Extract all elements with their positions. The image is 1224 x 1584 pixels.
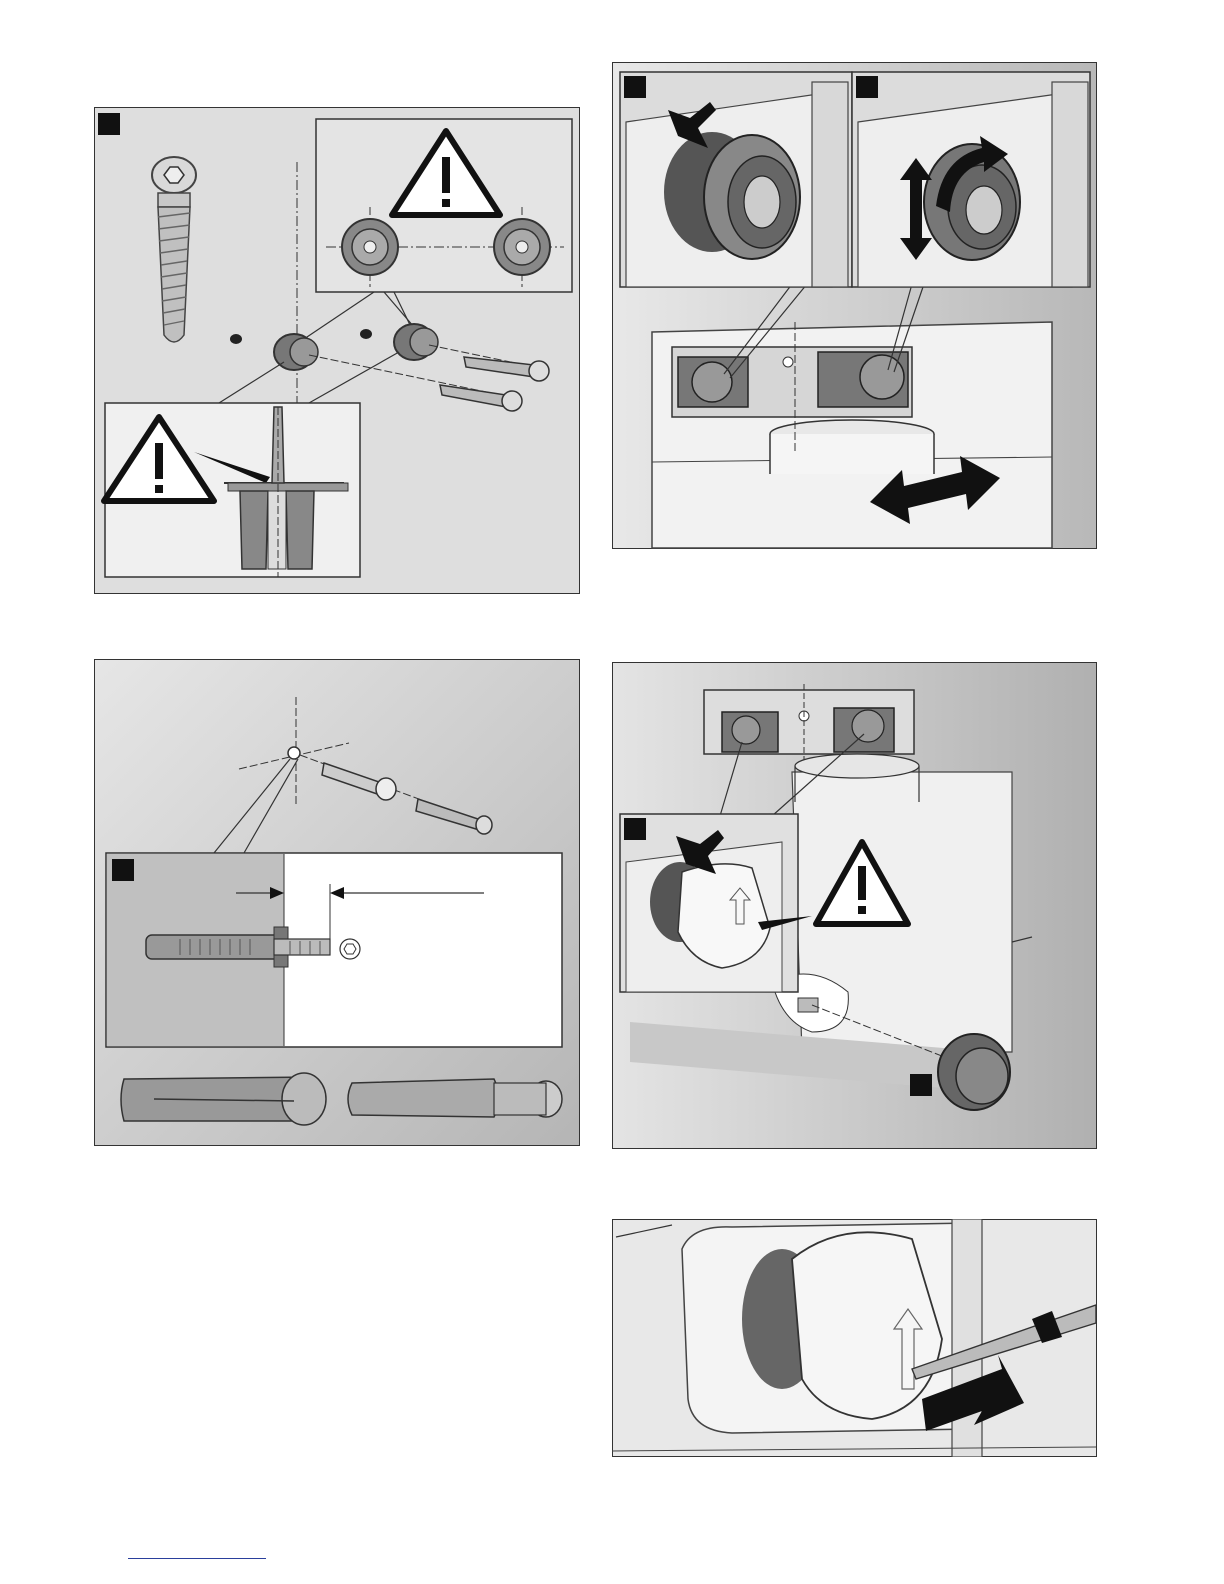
- figure-wall-screws: [94, 107, 580, 594]
- step-marker: [112, 859, 134, 881]
- figure-cap-removal: [612, 1219, 1097, 1457]
- figure-cap-fitting: [612, 662, 1097, 1149]
- figure-anchor-bolt: [94, 659, 580, 1146]
- torx-head-icon: [340, 939, 360, 959]
- footer-rule: [128, 1558, 266, 1559]
- step-marker: [856, 76, 878, 98]
- step-marker: [624, 76, 646, 98]
- step-marker: [624, 818, 646, 840]
- step-marker: [98, 113, 120, 135]
- step-marker: [910, 1074, 932, 1096]
- figure-hose-connectors: [612, 62, 1097, 549]
- knob-icon: [938, 1034, 1010, 1110]
